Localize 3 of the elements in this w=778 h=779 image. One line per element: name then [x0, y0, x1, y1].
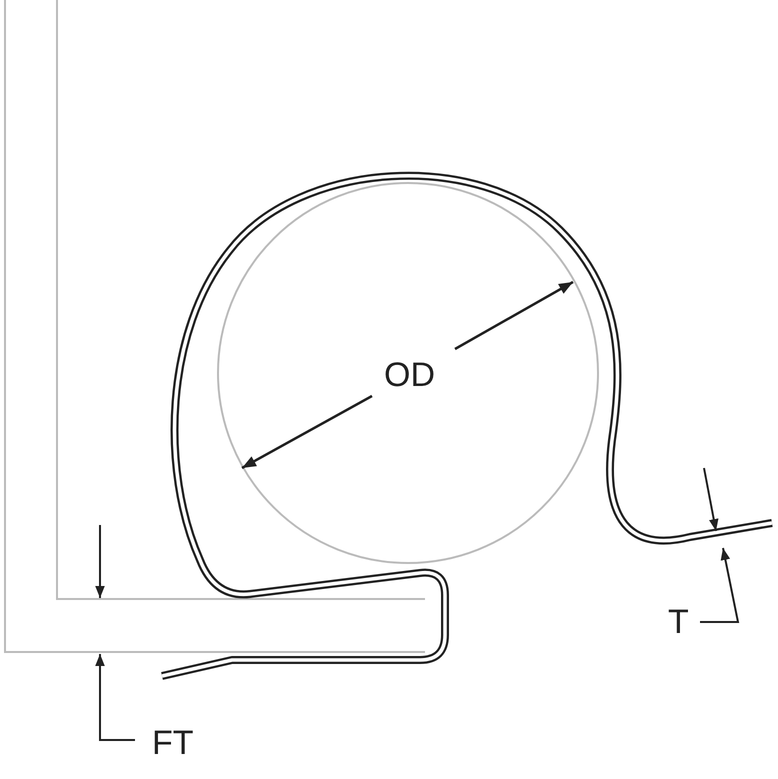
- dimension-label: OD: [384, 358, 435, 392]
- dimension-label: FT: [152, 726, 194, 760]
- dimension-label: T: [668, 605, 689, 639]
